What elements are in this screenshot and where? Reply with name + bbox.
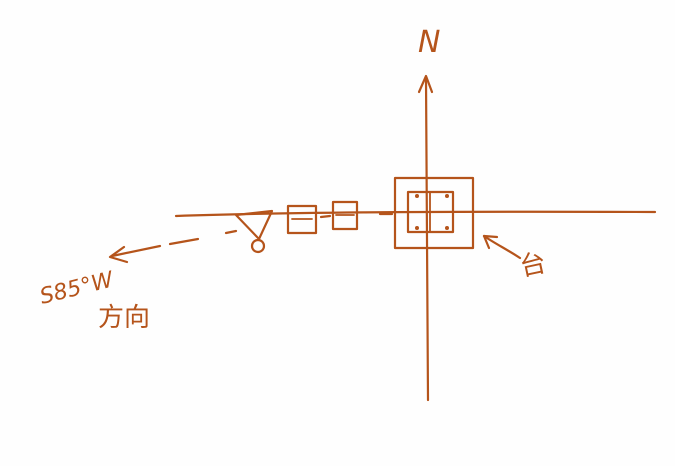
platform-dot xyxy=(445,226,449,230)
dash-segment xyxy=(168,237,200,246)
platform-dot xyxy=(445,194,449,198)
direction-arrowhead xyxy=(108,245,129,264)
direction-label-cn: 方向 xyxy=(98,303,150,333)
platform-pointer-arrowhead xyxy=(482,234,499,250)
direction-arrow-shaft xyxy=(110,244,162,258)
small-square-1 xyxy=(331,200,359,231)
platform-dot xyxy=(415,226,419,230)
platform-label: 台 xyxy=(517,248,549,283)
triangle-marker xyxy=(234,209,274,241)
small-square-2 xyxy=(286,204,318,235)
north-axis xyxy=(424,76,430,402)
triangle-circle xyxy=(250,238,266,254)
platform-outer-square xyxy=(393,176,475,250)
north-label: N xyxy=(418,25,440,60)
east-west-axis xyxy=(174,210,657,218)
dash-segment xyxy=(224,229,238,235)
north-arrowhead xyxy=(417,74,434,94)
platform-pointer-arrow xyxy=(482,234,522,260)
platform-dot xyxy=(415,194,419,198)
dash-segment xyxy=(319,214,332,219)
